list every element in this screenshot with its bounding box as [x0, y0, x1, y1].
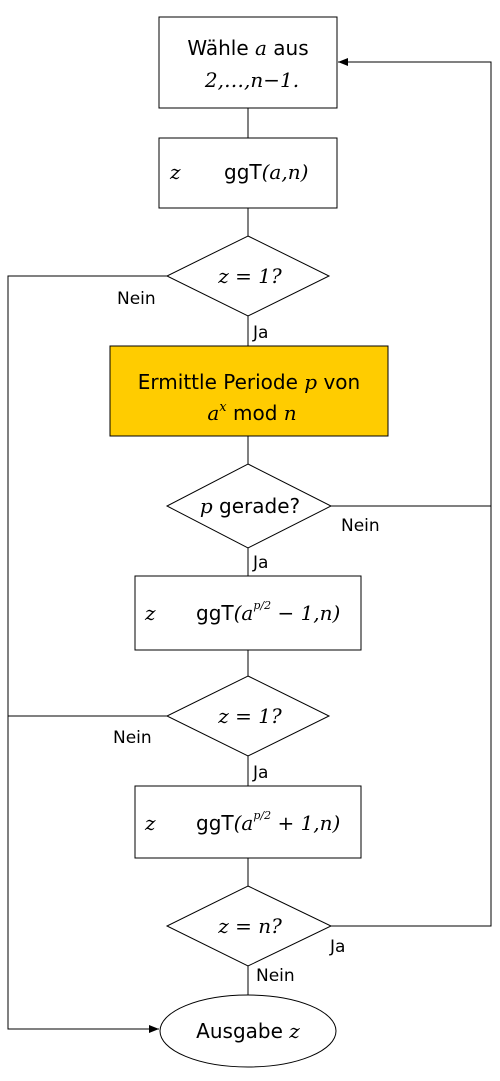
gcd-plus-exp: p/2 [253, 809, 271, 822]
edge-label-nein-1: Nein [117, 289, 156, 309]
svg-text:Wähle a aus: Wähle a aus [187, 36, 308, 60]
edge-label-ja-4: Ja [329, 937, 345, 957]
svg-text:ggT(ap/2 − 1,n): ggT(ap/2 − 1,n) [196, 599, 340, 625]
period-line1-suffix: von [317, 370, 360, 394]
svg-text:ax mod n: ax mod n [207, 400, 296, 425]
edge-label-nein-3: Nein [113, 728, 152, 748]
svg-text:Ausgabe z: Ausgabe z [196, 1019, 300, 1043]
gcd-plus-box: z ggT(ap/2 + 1,n) [134, 785, 362, 859]
decision-zn-text: z = n? [217, 914, 282, 938]
period-line2-base: a [207, 401, 219, 425]
edge-label-ja-2: Ja [252, 553, 268, 573]
svg-text:ggT(ap/2 + 1,n): ggT(ap/2 + 1,n) [196, 809, 340, 835]
gcd-plus-rest: + 1,n) [271, 811, 340, 835]
gcd-plus-var: z [144, 811, 156, 835]
output-ellipse: Ausgabe z [159, 994, 337, 1068]
svg-text:Ermittle Periode p von: Ermittle Periode p von [138, 370, 360, 394]
decision-z-equals-1-second: z = 1? [165, 675, 331, 757]
svg-text:ggT(a,n): ggT(a,n) [224, 160, 308, 184]
start-line2: 2,…,n−1. [204, 68, 299, 92]
start-line1-var: a [255, 36, 267, 60]
gcd-minus-box: z ggT(ap/2 − 1,n) [134, 575, 362, 651]
period-line2-var: n [284, 401, 297, 425]
period-box: Ermittle Periode p von ax mod n [109, 345, 389, 437]
start-box: Wähle a aus 2,…,n−1. [158, 16, 338, 109]
decision-z-equals-1: z = 1? [165, 235, 331, 317]
decision-p-even: p gerade? [165, 463, 333, 549]
connector-nein-left-top [7, 275, 167, 1033]
decision-z1b-text: z = 1? [217, 704, 282, 728]
gcd-func: ggT [224, 160, 262, 184]
edge-label-ja-1: Ja [252, 323, 268, 343]
connector-loop-right [331, 58, 492, 927]
period-line1-var: p [304, 370, 317, 394]
decision-z-equals-n: z = n? [165, 885, 333, 967]
start-line1-text: Wähle [187, 36, 255, 60]
gcd-minus-func: ggT [196, 601, 234, 625]
gcd-minus-exp: p/2 [253, 599, 271, 612]
svg-text:p gerade?: p gerade? [200, 494, 300, 518]
gcd-plus-func: ggT [196, 811, 234, 835]
output-text: Ausgabe [196, 1019, 289, 1043]
edge-label-nein-4: Nein [256, 966, 295, 986]
gcd-minus-rest: − 1,n) [271, 601, 340, 625]
period-line2-mid: mod [227, 401, 284, 425]
edge-label-ja-3: Ja [252, 763, 268, 783]
decision-z1-text: z = 1? [217, 264, 282, 288]
period-line2-exp: x [219, 400, 227, 415]
start-line1-suffix: aus [267, 36, 309, 60]
gcd-box: z ggT(a,n) [158, 137, 338, 209]
period-line1-text: Ermittle Periode [138, 370, 304, 394]
decision-even-text: gerade? [213, 494, 300, 518]
edge-label-nein-2: Nein [341, 516, 380, 536]
gcd-var: z [169, 160, 181, 184]
gcd-minus-var: z [144, 601, 156, 625]
gcd-args: (a,n) [262, 160, 309, 184]
decision-even-var: p [200, 494, 213, 518]
gcd-minus-open: (a [234, 601, 254, 625]
output-var: z [288, 1019, 300, 1043]
gcd-plus-open: (a [234, 811, 254, 835]
connectors [7, 58, 492, 1033]
